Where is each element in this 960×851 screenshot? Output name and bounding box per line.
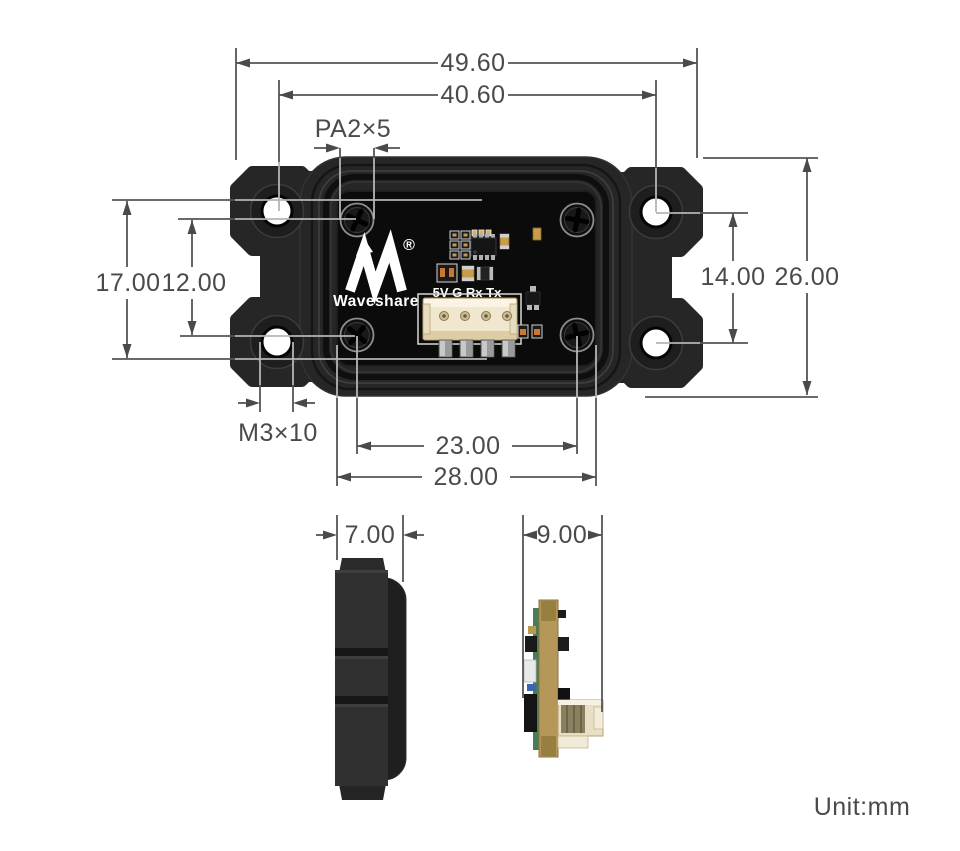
dim-label-bg — [537, 521, 588, 548]
transistor — [525, 286, 541, 310]
dim-pcb-depth: 9.00 — [522, 515, 603, 712]
dim-label: 14.00 — [700, 263, 765, 291]
pcb-side-components-left — [523, 626, 537, 732]
dim-overall-height: 26.00 — [645, 157, 841, 398]
case-slab-highlight — [335, 570, 388, 573]
dim-label: 17.00 — [95, 269, 160, 297]
connector-latch — [422, 303, 431, 335]
mounting-hole-bottom-left — [249, 314, 305, 370]
pcb-tab-top — [541, 601, 556, 621]
dim-label-bg — [96, 267, 160, 299]
unit-label: Unit:mm — [814, 793, 911, 821]
connector-pins — [438, 339, 516, 358]
side-view-pcb — [523, 599, 604, 758]
dimensions: 49.60 40.60 PA2×5 — [95, 48, 841, 712]
case-top-cap — [339, 558, 386, 573]
logo-arrowhead — [356, 237, 373, 256]
dim-label: PA2×5 — [315, 115, 391, 143]
dim-screw-spec-top: PA2×5 — [314, 115, 400, 219]
dim-screw-span-width: 23.00 — [356, 336, 578, 460]
dim-label-bg — [700, 261, 766, 293]
passive-row — [436, 263, 494, 283]
dim-hole-span-width: 40.60 — [278, 80, 657, 212]
soic8-chip — [470, 229, 497, 260]
case-slab — [335, 570, 388, 786]
screw-bottom-right — [559, 317, 595, 353]
dim-case-depth: 7.00 — [316, 515, 424, 582]
dim-label: 28.00 — [433, 463, 498, 491]
gasket-ring-light — [318, 170, 614, 384]
header-pads-2x3 — [449, 230, 471, 260]
hole — [260, 325, 294, 359]
side-view-case — [335, 558, 407, 800]
connector-shadow — [424, 331, 516, 339]
case-groove — [335, 648, 388, 656]
gasket-ring-inner — [330, 181, 602, 373]
pin-labels: 5V G Rx Tx — [433, 285, 502, 300]
mounting-hole-top-left — [249, 183, 305, 239]
smd-part — [532, 227, 542, 241]
connector-pin-sockets — [439, 311, 512, 321]
pcb-board-edge — [538, 599, 559, 758]
dim-label: 49.60 — [440, 49, 505, 77]
screw-bottom-left — [339, 317, 375, 353]
dim-label-bg — [773, 261, 841, 293]
dim-left-height: 17.00 — [95, 199, 487, 360]
registered-mark: ® — [403, 237, 415, 254]
screw-top-right — [559, 202, 595, 238]
connector-latch — [509, 303, 518, 335]
smd-part — [500, 234, 509, 238]
case-groove-highlight — [335, 704, 388, 707]
dim-label: 7.00 — [345, 521, 396, 549]
gasket-ring-outer — [310, 163, 622, 391]
dim-screw-spec-bottom: M3×10 — [238, 342, 318, 447]
jst-connector — [417, 293, 522, 358]
case-groove — [335, 696, 388, 704]
gasket-groove — [323, 174, 609, 380]
dim-label: 23.00 — [435, 432, 500, 460]
pcb-side-components-right — [558, 610, 570, 700]
waveshare-logo: ® Waveshare — [333, 229, 419, 310]
dim-label: M3×10 — [238, 419, 318, 447]
dim-label: 9.00 — [537, 521, 588, 549]
top-view: ® Waveshare 5V G Rx Tx — [230, 156, 703, 397]
case-bottom-cap — [339, 784, 386, 800]
pcb-tab-bottom — [541, 736, 556, 756]
dim-body-width: 28.00 — [336, 345, 597, 491]
logo-w-glyph — [345, 229, 407, 305]
dim-label: 26.00 — [774, 263, 839, 291]
dim-label: 12.00 — [161, 269, 226, 297]
dim-label-bg — [162, 267, 226, 299]
case-groove-highlight — [335, 656, 388, 659]
brand-text: Waveshare — [333, 293, 419, 310]
smd-components — [436, 227, 543, 339]
dim-overall-width: 49.60 — [235, 48, 698, 160]
pcb-side-connector — [557, 699, 604, 749]
connector-top-face — [424, 299, 516, 307]
screw-top-left — [339, 202, 375, 238]
cap-pair — [517, 324, 543, 339]
smd-part — [500, 245, 509, 249]
dim-label: 40.60 — [440, 81, 505, 109]
dim-hole-span-height: 14.00 — [656, 212, 766, 344]
dim-screw-span-height: 12.00 — [161, 218, 356, 337]
